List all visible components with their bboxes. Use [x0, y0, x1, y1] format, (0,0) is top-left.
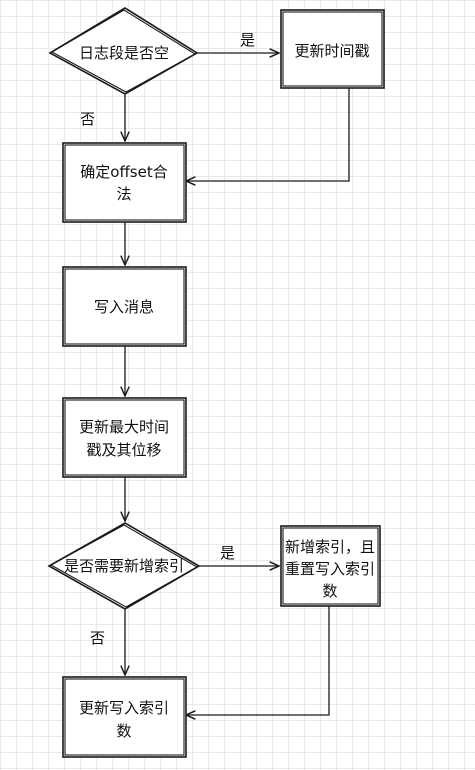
- node-update-max-ts-label-line-2: 戳及其位移: [86, 441, 161, 459]
- node-check-offset-label-line-1: 确定offset合: [80, 163, 167, 181]
- edges: 是 否 是 否: [80, 31, 350, 715]
- node-write-message[interactable]: 写入消息: [62, 266, 187, 347]
- node-update-timestamp-label: 更新时间戳: [294, 42, 369, 60]
- node-update-max-ts[interactable]: 更新最大时间 戳及其位移: [62, 397, 187, 478]
- edge-label-log-empty-no: 否: [80, 110, 95, 128]
- node-check-offset[interactable]: 确定offset合 法: [62, 142, 187, 223]
- node-write-message-label: 写入消息: [94, 298, 154, 316]
- edge-label-need-index-yes: 是: [220, 544, 235, 562]
- node-update-timestamp[interactable]: 更新时间戳: [280, 9, 385, 89]
- node-need-index[interactable]: 是否需要新增索引: [47, 522, 201, 610]
- node-update-index-count-label-line-2: 数: [116, 722, 131, 740]
- node-update-max-ts-label-line-1: 更新最大时间: [79, 418, 169, 436]
- node-add-index[interactable]: 新增索引，且 重置写入索引 数: [280, 525, 381, 607]
- edge-label-log-empty-yes: 是: [240, 31, 255, 49]
- node-check-offset-label-line-2: 法: [116, 185, 131, 203]
- node-log-empty-label: 日志段是否空: [79, 44, 169, 62]
- node-add-index-label-line-1: 新增索引，且: [285, 538, 375, 556]
- edge-update-timestamp-to-check-offset: [186, 88, 350, 181]
- node-add-index-label-line-3: 数: [322, 582, 337, 600]
- node-update-index-count[interactable]: 更新写入索引 数: [62, 676, 187, 758]
- edge-label-need-index-no: 否: [90, 629, 105, 647]
- node-update-index-count-label-line-1: 更新写入索引: [79, 699, 169, 717]
- edge-add-index-to-update-index-count: [186, 606, 330, 715]
- node-need-index-label: 是否需要新增索引: [64, 557, 184, 575]
- node-add-index-label-line-2: 重置写入索引: [285, 560, 375, 578]
- node-log-empty[interactable]: 日志段是否空: [48, 7, 199, 95]
